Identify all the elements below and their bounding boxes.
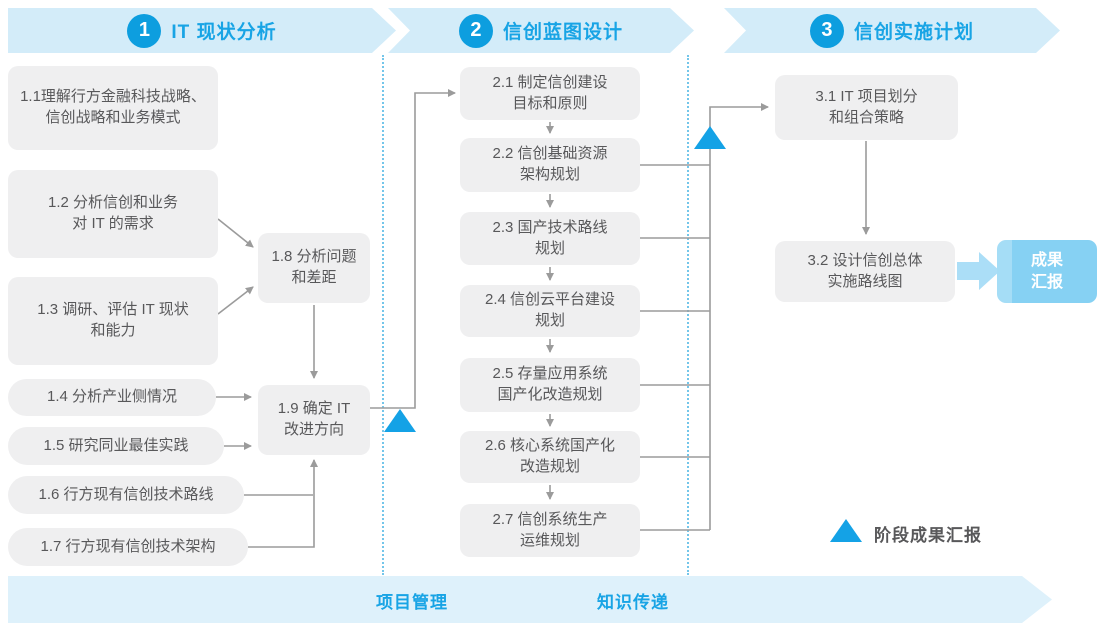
step-1-2: 1.2 分析信创和业务 对 IT 的需求 xyxy=(8,170,218,258)
step-1-8: 1.8 分析问题 和差距 xyxy=(258,233,370,303)
phase-3-title: 信创实施计划 xyxy=(853,22,974,43)
step-3-2: 3.2 设计信创总体 实施路线图 xyxy=(775,241,955,302)
step-2-3: 2.3 国产技术路线 规划 xyxy=(460,212,640,265)
step-1-3: 1.3 调研、评估 IT 现状 和能力 xyxy=(8,277,218,365)
deliverable-arrow xyxy=(957,252,1000,290)
step-1-4: 1.4 分析产业侧情况 xyxy=(8,379,216,416)
step-2-5: 2.5 存量应用系统 国产化改造规划 xyxy=(460,358,640,412)
phase-3-number-badge: 3 xyxy=(810,14,844,48)
step-3-1: 3.1 IT 项目划分 和组合策略 xyxy=(775,75,958,140)
phase-2-number-badge: 2 xyxy=(459,14,493,48)
phase-banner-3: 3 信创实施计划 xyxy=(724,8,1060,53)
phase-banner-1: 1 IT 现状分析 xyxy=(8,8,396,53)
footer-banner xyxy=(8,576,1052,623)
footer-label-project-management: 项目管理 xyxy=(376,593,448,612)
step-1-6: 1.6 行方现有信创技术路线 xyxy=(8,476,244,514)
phase-1-number-badge: 1 xyxy=(127,14,161,48)
step-2-6: 2.6 核心系统国产化 改造规划 xyxy=(460,431,640,483)
phase-banner-2: 2 信创蓝图设计 xyxy=(388,8,694,53)
deliverable-box: 成果 汇报 xyxy=(997,240,1097,303)
step-2-1: 2.1 制定信创建设 目标和原则 xyxy=(460,67,640,120)
footer-label-knowledge-transfer: 知识传递 xyxy=(597,593,669,612)
phase-report-triangle-1 xyxy=(384,409,416,432)
step-2-7: 2.7 信创系统生产 运维规划 xyxy=(460,504,640,557)
step-2-4: 2.4 信创云平台建设 规划 xyxy=(460,285,640,337)
legend-label: 阶段成果汇报 xyxy=(874,526,982,545)
step-1-5: 1.5 研究同业最佳实践 xyxy=(8,427,224,465)
phase-separator-1 xyxy=(382,55,384,575)
phase-1-title: IT 现状分析 xyxy=(171,22,277,43)
step-1-7: 1.7 行方现有信创技术架构 xyxy=(8,528,248,566)
legend-triangle-icon xyxy=(830,519,862,542)
phase-report-triangle-2 xyxy=(694,126,726,149)
phase1-connectors xyxy=(216,89,456,548)
phase-2-title: 信创蓝图设计 xyxy=(502,22,623,43)
step-1-9: 1.9 确定 IT 改进方向 xyxy=(258,385,370,455)
phase-separator-2 xyxy=(687,55,689,575)
step-2-2: 2.2 信创基础资源 架构规划 xyxy=(460,138,640,192)
step-1-1: 1.1理解行方金融科技战略、 信创战略和业务模式 xyxy=(8,66,218,150)
